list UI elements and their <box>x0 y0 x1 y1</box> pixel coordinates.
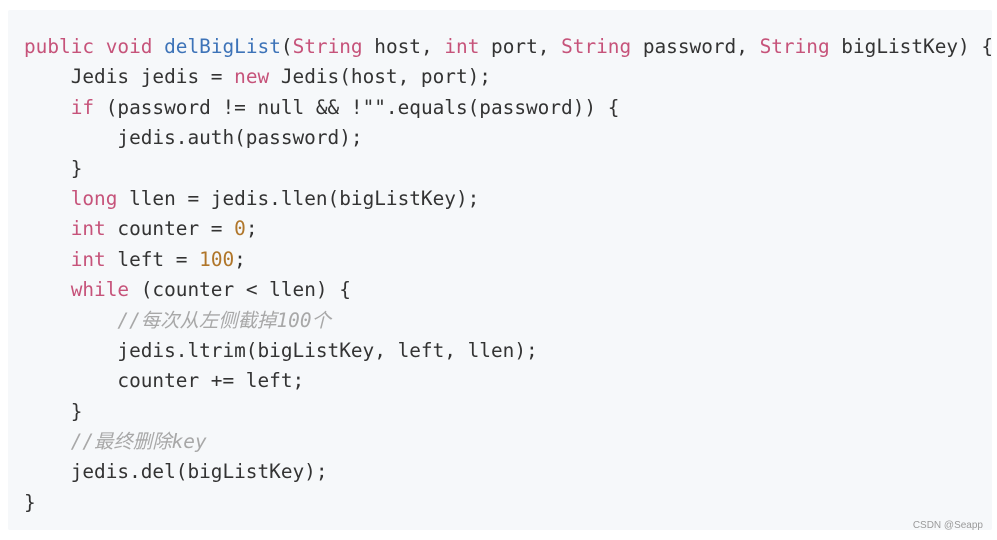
code-keyword: String <box>759 35 830 58</box>
code-text <box>94 35 106 58</box>
code-keyword: int <box>70 217 106 241</box>
code-line: Jedis jedis = new Jedis(host, port); <box>24 62 993 92</box>
code-text <box>24 430 71 453</box>
code-line: int left = 100; <box>24 245 993 275</box>
code-keyword: new <box>234 65 270 89</box>
code-text: Jedis jedis = <box>24 65 235 89</box>
code-line: jedis.auth(password); <box>24 123 993 153</box>
code-text: ; <box>245 217 258 241</box>
code-comment: //每次从左侧截掉100个 <box>117 308 331 332</box>
code-text: ; <box>234 247 246 271</box>
code-text: port, <box>479 35 562 58</box>
code-text: bigListKey) { <box>829 35 994 58</box>
code-text: host, <box>362 35 445 58</box>
code-line: counter += left; <box>24 366 993 396</box>
code-text: } <box>24 490 36 514</box>
code-text <box>24 96 71 119</box>
code-number: 100 <box>199 247 235 271</box>
code-text <box>152 35 164 58</box>
code-text <box>24 217 71 240</box>
code-text: } <box>24 399 83 423</box>
code-text: (password != null && !"".equals(password… <box>94 95 620 119</box>
code-line: if (password != null && !"".equals(passw… <box>24 93 993 123</box>
code-function-name: delBigList <box>164 35 281 58</box>
code-text <box>24 309 117 332</box>
code-keyword: int <box>70 247 106 271</box>
code-keyword: public <box>24 35 95 58</box>
code-line: jedis.del(bigListKey); <box>24 457 993 487</box>
code-line: //每次从左侧截掉100个 <box>24 306 993 336</box>
code-text: jedis.ltrim(bigListKey, left, llen); <box>24 338 538 362</box>
code-text <box>24 187 71 210</box>
code-line: public void delBigList(String host, int … <box>24 32 993 62</box>
code-text: jedis.auth(password); <box>24 126 363 150</box>
code-text: ( <box>280 35 293 58</box>
code-line: long llen = jedis.llen(bigListKey); <box>24 184 993 214</box>
code-line: jedis.ltrim(bigListKey, left, llen); <box>24 336 993 366</box>
code-text: Jedis(host, port); <box>269 65 491 89</box>
code-text: counter += left; <box>24 369 305 393</box>
code-text <box>24 248 71 271</box>
code-keyword: String <box>292 35 363 58</box>
code-keyword: long <box>70 186 118 210</box>
code-text: counter = <box>105 217 235 241</box>
code-text <box>24 278 71 301</box>
code-text: } <box>24 156 83 180</box>
code-text: (counter < llen) { <box>129 278 351 302</box>
code-line: while (counter < llen) { <box>24 275 993 305</box>
code-block: public void delBigList(String host, int … <box>24 32 993 518</box>
code-text: llen = jedis.llen(bigListKey); <box>117 186 480 210</box>
code-text: left = <box>105 247 200 271</box>
code-line: } <box>24 488 993 518</box>
code-keyword: String <box>561 35 632 58</box>
code-text: jedis.del(bigListKey); <box>24 460 328 484</box>
code-keyword: void <box>105 35 153 58</box>
code-comment: //最终删除key <box>70 430 207 454</box>
code-line: } <box>24 154 993 184</box>
code-line: //最终删除key <box>24 427 993 457</box>
code-line: } <box>24 397 993 427</box>
code-line: int counter = 0; <box>24 214 993 244</box>
code-keyword: while <box>70 278 130 302</box>
code-block-panel: public void delBigList(String host, int … <box>8 10 993 530</box>
code-text: password, <box>631 35 760 58</box>
code-number: 0 <box>234 217 246 241</box>
watermark: CSDN @Seapp <box>912 520 983 531</box>
code-keyword: if <box>70 95 95 119</box>
code-keyword: int <box>444 35 480 58</box>
